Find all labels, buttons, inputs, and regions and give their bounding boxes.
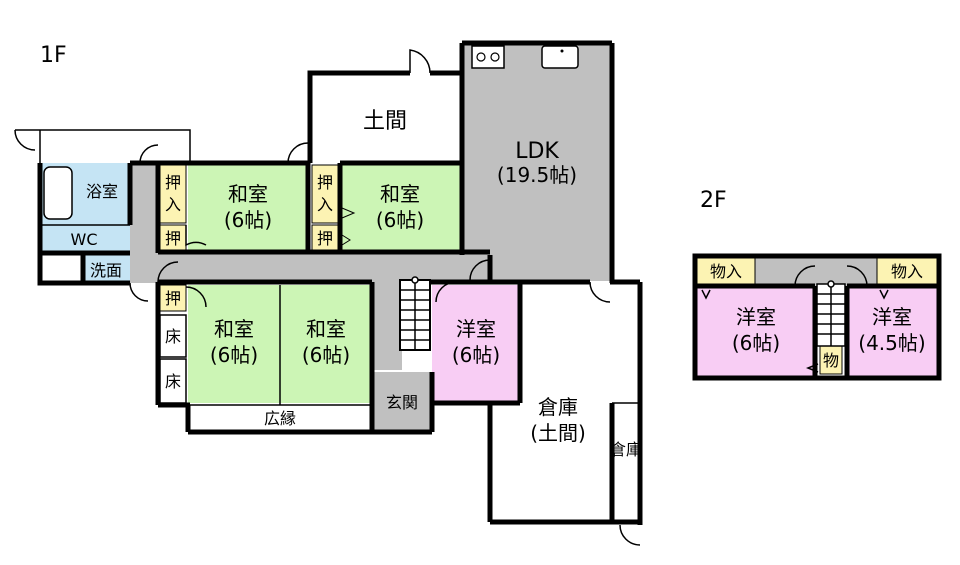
- storage-label: 倉庫: [538, 395, 578, 419]
- 2f-storage-left-label: 物入: [710, 262, 742, 281]
- corridor-main: [158, 252, 493, 282]
- closet-b-bottom: [311, 224, 339, 252]
- doors-1f: [14, 49, 641, 546]
- washroom-label: 洗面: [90, 261, 122, 280]
- closet-a-oshi: 押: [165, 229, 181, 248]
- closet-b-oshi: 押: [317, 229, 333, 248]
- 2f-youshitsu-right-fill: [847, 286, 937, 376]
- walls-1f: [15, 40, 643, 525]
- 2f-storage-right-label: 物入: [891, 262, 923, 281]
- 2f-youshitsu-right-size: (4.5帖): [858, 331, 925, 355]
- stairs-1f: [399, 276, 431, 351]
- youshitsu-size: (6帖): [452, 343, 500, 367]
- kitchen-fixtures: [471, 45, 579, 69]
- washitsu-d-fill: [280, 285, 372, 403]
- ldk-size-label: (19.5帖): [497, 163, 577, 187]
- washitsu-b-fill: [340, 163, 460, 253]
- doors-2f: [701, 265, 889, 373]
- alcove-a: [159, 314, 187, 358]
- bath-label: 浴室: [86, 182, 118, 201]
- closet-b-label-top: 押: [317, 173, 333, 192]
- stairs-2f: [816, 280, 846, 347]
- closet-b-label-bottom: 入: [317, 195, 333, 214]
- wc-fill: [40, 225, 130, 253]
- floor-label-1f: 1F: [40, 43, 67, 68]
- bathtub-icon: [43, 166, 73, 220]
- washitsu-d-size: (6帖): [302, 343, 350, 367]
- engawa-label: 広縁: [264, 409, 296, 428]
- alcove-a-label: 床: [165, 327, 181, 346]
- closet-c-oshi: 押: [165, 289, 181, 308]
- washitsu-a-fill: [188, 163, 308, 253]
- closet-marks: [341, 207, 356, 246]
- 2f-mono-label: 物: [823, 351, 839, 370]
- youshitsu-fill: [432, 285, 520, 403]
- wc-label: WC: [71, 230, 98, 249]
- alcove-b-label: 床: [165, 372, 181, 391]
- closet-a-label-top: 押: [165, 173, 181, 192]
- entrance-label: 玄関: [386, 393, 418, 412]
- corridor-entrance: [372, 280, 402, 370]
- storage-small-label-top: 倉庫: [610, 440, 642, 459]
- ldk-fill: [462, 43, 612, 281]
- washitsu-c-size: (6帖): [210, 343, 258, 367]
- youshitsu-label: 洋室: [456, 317, 496, 341]
- storage-sub-label: (土間): [530, 421, 586, 445]
- 2f-corridor: [755, 258, 877, 286]
- doma-label: 土間: [363, 109, 407, 134]
- floor-label-2f: 2F: [700, 188, 727, 213]
- closet-a-label-bottom: 入: [165, 195, 181, 214]
- closet-a-top: [159, 164, 187, 224]
- washroom-fill: [83, 255, 130, 283]
- corridor-left: [130, 163, 158, 283]
- 2f-youshitsu-right-label: 洋室: [872, 305, 912, 329]
- ldk-label: LDK: [515, 139, 559, 164]
- 2f-youshitsu-left-label: 洋室: [736, 305, 776, 329]
- washitsu-c-fill: [188, 285, 280, 403]
- washitsu-d-label: 和室: [306, 317, 346, 341]
- entrance-fill: [374, 372, 430, 430]
- 2f-youshitsu-left-fill: [697, 286, 815, 376]
- walls-2f: [692, 253, 942, 381]
- 2f-youshitsu-left-size: (6帖): [732, 331, 780, 355]
- washitsu-b-label: 和室: [380, 182, 420, 206]
- washitsu-b-size: (6帖): [376, 208, 424, 232]
- washitsu-a-size: (6帖): [224, 208, 272, 232]
- washitsu-a-label: 和室: [228, 182, 268, 206]
- washitsu-c-label: 和室: [214, 317, 254, 341]
